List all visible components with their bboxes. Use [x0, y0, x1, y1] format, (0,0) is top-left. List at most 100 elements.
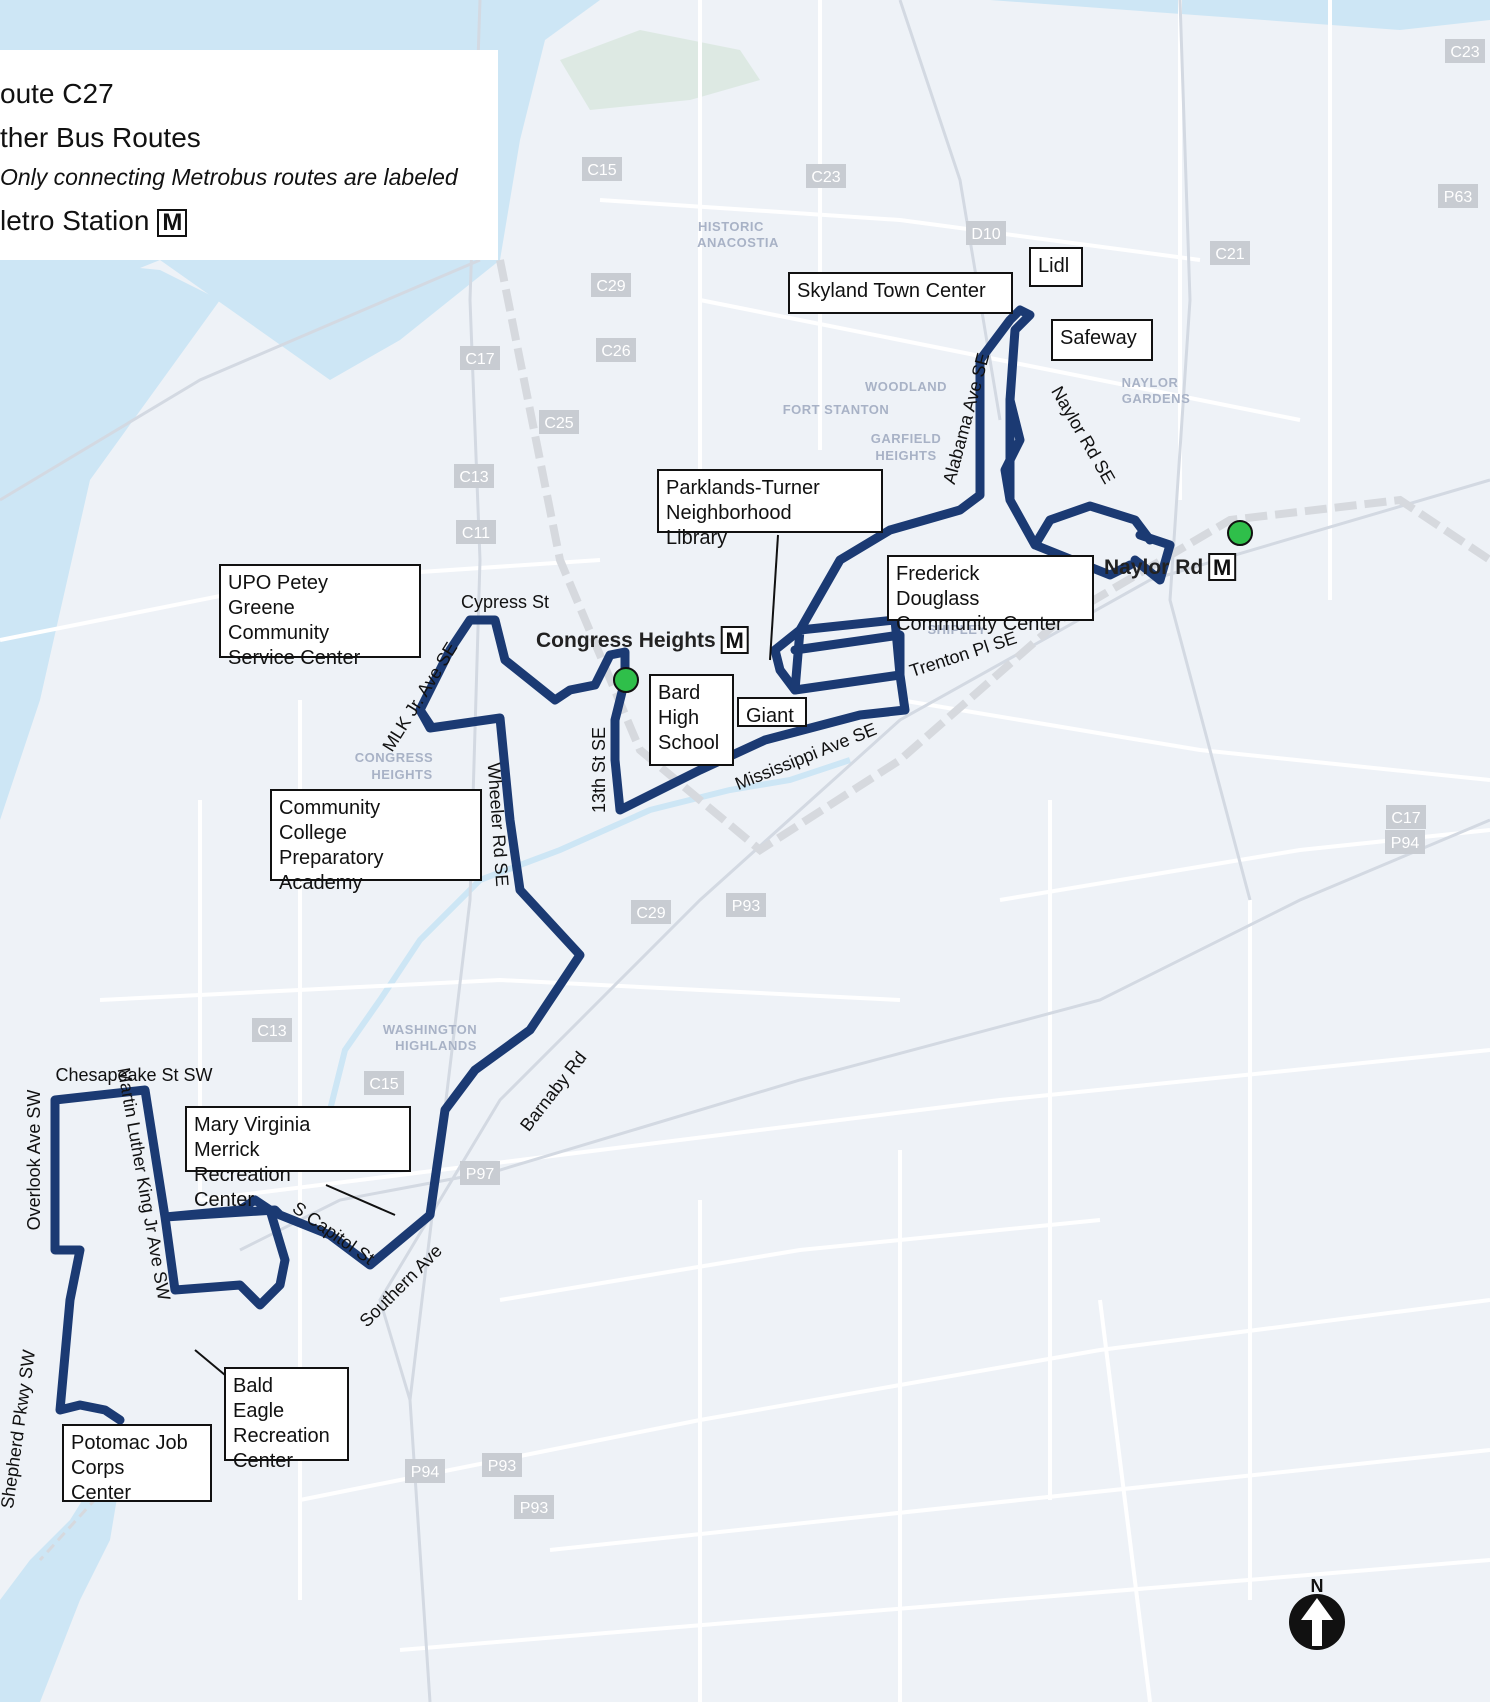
place-box — [270, 789, 482, 881]
metro-icon: M — [1213, 555, 1231, 580]
place-box — [185, 1106, 411, 1172]
legend: oute C27 ther Bus Routes Only connecting… — [0, 50, 498, 260]
route-badge-box — [726, 893, 766, 917]
metro-line — [496, 259, 1490, 855]
neighborhood-label: NAYLOR — [1122, 375, 1179, 390]
route-badge: P93 — [514, 1495, 554, 1519]
street-label: Overlook Ave SW — [24, 1090, 44, 1231]
route-badge-label: C23 — [1450, 44, 1479, 61]
route-badge-label: C13 — [257, 1023, 286, 1040]
place-label: Recreation — [233, 1425, 330, 1447]
legend-route-label: oute C27 — [0, 78, 114, 109]
place-label: High — [658, 707, 699, 729]
route-badge: C26 — [596, 338, 636, 362]
metro-icon-box — [720, 626, 749, 654]
place-label: Douglass — [896, 588, 979, 610]
legend-other-routes-label: ther Bus Routes — [0, 122, 201, 153]
place-box — [657, 469, 883, 533]
route-badge-box — [1438, 184, 1478, 208]
place-label: Potomac Job — [71, 1432, 188, 1454]
route-badge-label: C15 — [369, 1076, 398, 1093]
street-label: Cypress St — [461, 592, 549, 612]
place-callout[interactable]: Giant — [737, 697, 807, 727]
neighborhood-label: HIGHLANDS — [395, 1038, 477, 1053]
stop-congress-heights[interactable] — [613, 667, 639, 693]
route-badge-box — [1386, 805, 1426, 829]
route-badge: P97 — [460, 1161, 500, 1185]
route-badge-label: C26 — [601, 343, 630, 360]
neighborhood-label: WOODLAND — [865, 379, 947, 394]
route-badge-label: C15 — [587, 162, 616, 179]
route-badge-label: C17 — [465, 351, 494, 368]
legend-note: Only connecting Metrobus routes are labe… — [0, 164, 458, 190]
place-box — [737, 697, 807, 727]
route-badge: C29 — [631, 900, 671, 924]
route-badge-label: C13 — [459, 469, 488, 486]
place-label: Skyland Town Center — [797, 280, 986, 302]
route-badge: P93 — [726, 893, 766, 917]
stop-naylor-rd[interactable] — [1227, 520, 1253, 546]
place-label: Parklands-Turner — [666, 477, 820, 499]
place-callout[interactable]: Safeway — [1051, 319, 1153, 361]
place-label: Library — [666, 527, 727, 549]
neighborhood-label: WASHINGTON — [383, 1022, 477, 1037]
north-label: N — [1311, 1576, 1324, 1596]
neighborhood-label: GARDENS — [1122, 391, 1191, 406]
park-area — [560, 30, 760, 110]
place-label: Center — [194, 1189, 254, 1211]
route-badge: C23 — [806, 164, 846, 188]
neighborhood-label: GARFIELD — [871, 431, 941, 446]
place-label: Frederick — [896, 563, 980, 585]
route-badge-box — [460, 346, 500, 370]
street-label: Chesapeake St SW — [55, 1065, 212, 1085]
place-label: Corps — [71, 1457, 124, 1479]
route-badge: P63 — [1438, 184, 1478, 208]
place-label: Bald — [233, 1375, 273, 1397]
route-badge-box — [1210, 241, 1250, 265]
place-callout[interactable]: Lidl — [1029, 247, 1083, 287]
neighborhood-label: SHIPLEY — [927, 622, 986, 637]
place-callouts: Skyland Town Center LidlSafewayParklands-… — [62, 247, 1153, 1504]
place-label: Center — [233, 1450, 293, 1472]
place-label: Community — [228, 622, 329, 644]
route-badge: C23 — [1445, 39, 1485, 63]
place-label: School — [658, 732, 719, 754]
route-badge-box — [1385, 830, 1425, 854]
neighborhood-label: HISTORIC — [698, 219, 764, 234]
route-badge-label: P63 — [1444, 189, 1473, 206]
route-badge-box — [596, 338, 636, 362]
route-badge-label: C17 — [1391, 810, 1420, 827]
north-arrow: N — [1289, 1576, 1345, 1650]
route-badge-box — [591, 273, 631, 297]
place-callout[interactable]: Skyland Town Center — [788, 272, 1013, 314]
place-label: Preparatory — [279, 847, 384, 869]
route-badge: C13 — [454, 464, 494, 488]
route-badge-label: C11 — [462, 525, 490, 542]
metro-icon: M — [726, 628, 744, 653]
place-label: Safeway — [1060, 327, 1137, 349]
route-badge: C13 — [252, 1018, 292, 1042]
route-badge-box — [364, 1071, 404, 1095]
place-box — [887, 555, 1094, 621]
route-badge: C21 — [1210, 241, 1250, 265]
route-badge-label: C23 — [811, 169, 840, 186]
route-badge: C29 — [591, 273, 631, 297]
route-badge-box — [405, 1459, 445, 1483]
neighborhood-label: FORT STANTON — [783, 402, 890, 417]
neighborhood-label: HEIGHTS — [875, 448, 936, 463]
